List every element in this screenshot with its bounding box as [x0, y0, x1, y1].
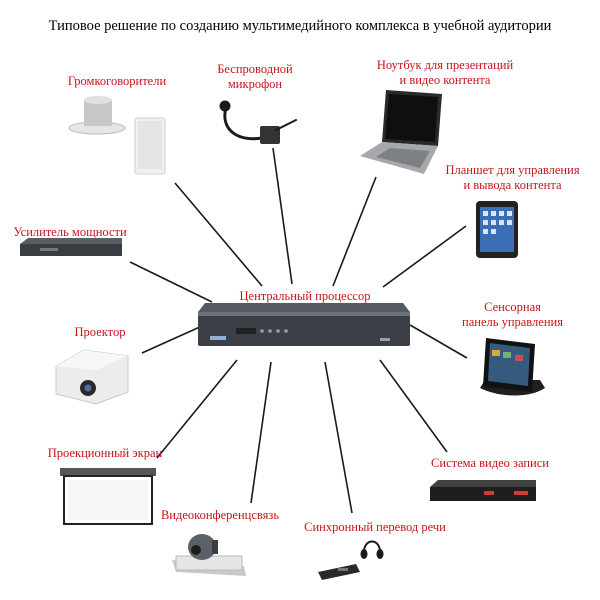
- label-microphone: Беспроводной микрофон: [190, 62, 320, 92]
- label-touchpanel-line2: панель управления: [462, 315, 563, 329]
- label-projector: Проектор: [74, 325, 126, 339]
- central-processor-icon: [198, 303, 410, 346]
- label-touchpanel-line1: Сенсорная: [484, 300, 541, 314]
- label-laptop-line1: Ноутбук для презентаций: [376, 58, 514, 72]
- laptop-icon: [360, 90, 442, 174]
- connector-microphone: [272, 147, 293, 285]
- tablet-icon: [476, 201, 518, 258]
- label-laptop-line2: и видео контента: [399, 73, 491, 87]
- label-microphone-line2: микрофон: [227, 77, 283, 91]
- label-touchpanel: Сенсорная панель управления: [430, 300, 595, 330]
- label-tablet: Планшет для управления и вывода контента: [425, 163, 600, 193]
- page-title: Типовое решение по созданию мультимедийн…: [48, 18, 552, 34]
- speaker-icon: [68, 96, 166, 175]
- touch-panel-icon: [480, 338, 545, 396]
- label-interpretation: Синхронный перевод речи: [304, 520, 446, 534]
- connector-laptop: [332, 176, 377, 287]
- connector-touchpanel: [409, 324, 468, 359]
- microphone-icon: [219, 100, 297, 144]
- connector-projector: [141, 325, 203, 354]
- connector-speakers: [174, 182, 263, 287]
- connector-amplifier: [129, 261, 213, 303]
- label-center-processor: Центральный процессор: [239, 289, 371, 303]
- projector-icon: [55, 349, 129, 405]
- label-screen: Проекционный экран: [47, 446, 163, 460]
- headset-icon: [318, 540, 384, 580]
- conference-camera-icon: [172, 534, 246, 576]
- label-microphone-line1: Беспроводной: [217, 62, 293, 76]
- projection-screen-icon: [60, 468, 156, 525]
- connector-interpretation: [324, 361, 353, 514]
- connector-recording: [379, 359, 448, 453]
- label-videoconf: Видеоконференцсвязь: [160, 508, 280, 522]
- label-tablet-line2: и вывода контента: [463, 178, 562, 192]
- amplifier-icon: [20, 238, 122, 256]
- label-tablet-line1: Планшет для управления: [445, 163, 580, 177]
- connector-screen: [156, 359, 238, 459]
- connector-tablet: [382, 225, 467, 288]
- label-speakers: Громкоговорители: [67, 74, 167, 88]
- label-recording: Система видео записи: [431, 456, 549, 470]
- connector-lines: [129, 147, 468, 514]
- video-recorder-icon: [430, 480, 536, 501]
- label-amplifier: Усилитель мощности: [13, 225, 127, 239]
- label-laptop: Ноутбук для презентаций и видео контента: [350, 58, 540, 88]
- connector-videoconf: [250, 361, 272, 504]
